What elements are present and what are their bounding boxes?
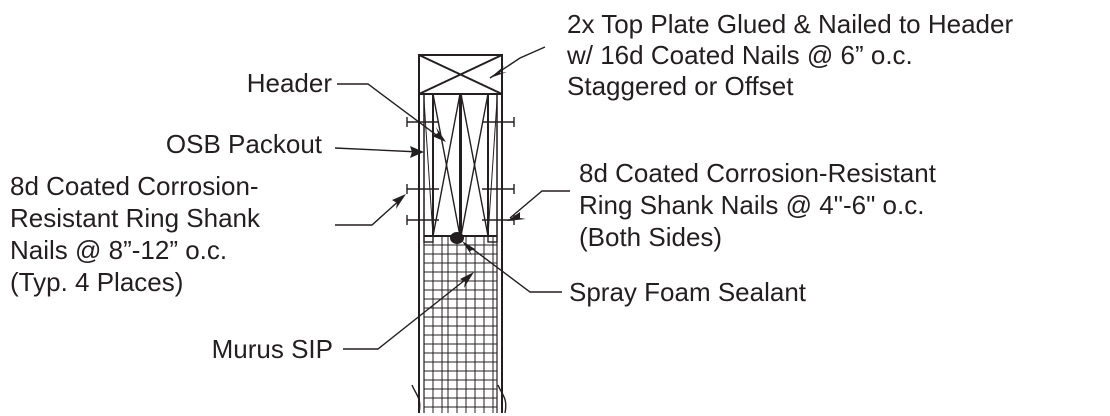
top-plate-arrow: [490, 66, 507, 78]
murus-sip-leader: [343, 275, 471, 350]
osb-packout-left-diag: [423, 99, 434, 237]
label-spray-foam-line-1: Spray Foam Sealant: [569, 277, 807, 307]
label-right-nails-line-2: Ring Shank Nails @ 4"-6" o.c.: [579, 190, 924, 220]
label-murus-sip-line-1: Murus SIP: [212, 334, 333, 364]
break-line-right: [497, 384, 507, 414]
murus-sip-arrow: [460, 272, 474, 288]
label-murus-sip: Murus SIP: [212, 334, 333, 364]
left-nails-leader: [335, 197, 403, 226]
spray-foam-arrow: [462, 241, 475, 256]
label-top-plate: 2x Top Plate Glued & Nailed to Header w/…: [566, 9, 1020, 101]
label-header: Header: [247, 68, 333, 98]
label-left-nails-line-4: (Typ. 4 Places): [10, 267, 183, 297]
spray-foam-bead: [450, 232, 464, 244]
osb-packout-arrow: [410, 146, 424, 158]
label-osb-packout-line-1: OSB Packout: [166, 129, 323, 159]
label-left-nails: 8d Coated Corrosion- Resistant Ring Shan…: [10, 171, 267, 297]
spray-foam-leader: [465, 243, 562, 293]
label-top-plate-line-2: w/ 16d Coated Nails @ 6” o.c.: [566, 40, 913, 70]
label-right-nails-line-1: 8d Coated Corrosion-Resistant: [579, 158, 937, 188]
wall-assembly: [406, 54, 515, 414]
label-right-nails-line-3: (Both Sides): [579, 222, 722, 252]
label-top-plate-line-3: Staggered or Offset: [567, 71, 794, 101]
osb-packout-leader: [334, 147, 421, 153]
labels: 2x Top Plate Glued & Nailed to Header w/…: [10, 9, 1020, 364]
label-header-line-1: Header: [247, 68, 333, 98]
right-nails-leader: [509, 190, 570, 219]
break-line-left: [411, 384, 421, 414]
leaders: [334, 46, 570, 350]
label-left-nails-line-1: 8d Coated Corrosion-: [10, 171, 259, 201]
label-left-nails-line-2: Resistant Ring Shank: [10, 203, 261, 233]
label-right-nails: 8d Coated Corrosion-Resistant Ring Shank…: [579, 158, 943, 252]
right-nails-arrow: [507, 212, 526, 221]
label-osb-packout: OSB Packout: [166, 129, 323, 159]
left-nails-arrow: [392, 194, 406, 209]
top-plate-cross-b: [418, 54, 503, 95]
osb-packout-right-diag: [487, 99, 498, 237]
label-top-plate-line-1: 2x Top Plate Glued & Nailed to Header: [567, 9, 1013, 39]
label-left-nails-line-3: Nails @ 8”-12” o.c.: [10, 235, 227, 265]
header-leader: [337, 83, 444, 141]
label-spray-foam: Spray Foam Sealant: [569, 277, 807, 307]
header-arrow: [432, 127, 446, 142]
murus-sip-panel: [424, 236, 497, 413]
header-left-cross-b: [432, 93, 461, 237]
header-right-cross-b: [460, 93, 489, 237]
